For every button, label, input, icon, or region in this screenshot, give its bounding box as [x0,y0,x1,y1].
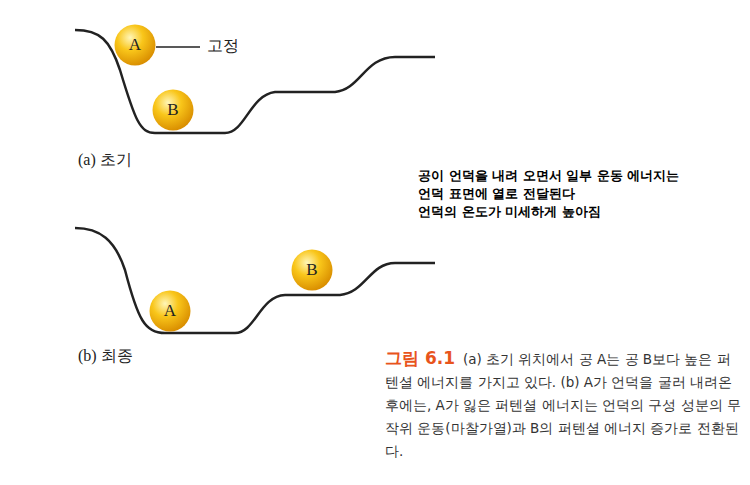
ball: A [149,290,191,332]
note-text: 공이 언덕을 내려 오면서 일부 운동 에너지는 [418,167,679,185]
panel-label: (a) 초기 [78,150,132,171]
figure-number: 그림 6.1 [385,347,455,370]
ball: B [152,89,194,131]
panel-label: (b) 최종 [78,346,133,367]
note-text: 언덕의 온도가 미세하게 높아짐 [418,203,601,221]
ball: A [114,24,156,66]
ball-circle [115,25,156,66]
ball-circle [153,90,194,131]
part-label: 고정 [207,36,239,57]
ball-label: A [149,290,191,332]
ball-label: A [114,24,156,66]
figure-caption: (a) 초기 위치에서 공 A는 공 B보다 높은 퍼텐셜 에너지를 가지고 있… [385,348,743,463]
note-text: 언덕 표면에 열로 전달된다 [418,185,575,203]
ball-circle [292,250,333,291]
hill-curve [75,228,435,333]
ball-circle [150,291,191,332]
leader-line [156,46,200,48]
ball: B [291,249,333,291]
ball-label: B [152,89,194,131]
ball-label: B [291,249,333,291]
